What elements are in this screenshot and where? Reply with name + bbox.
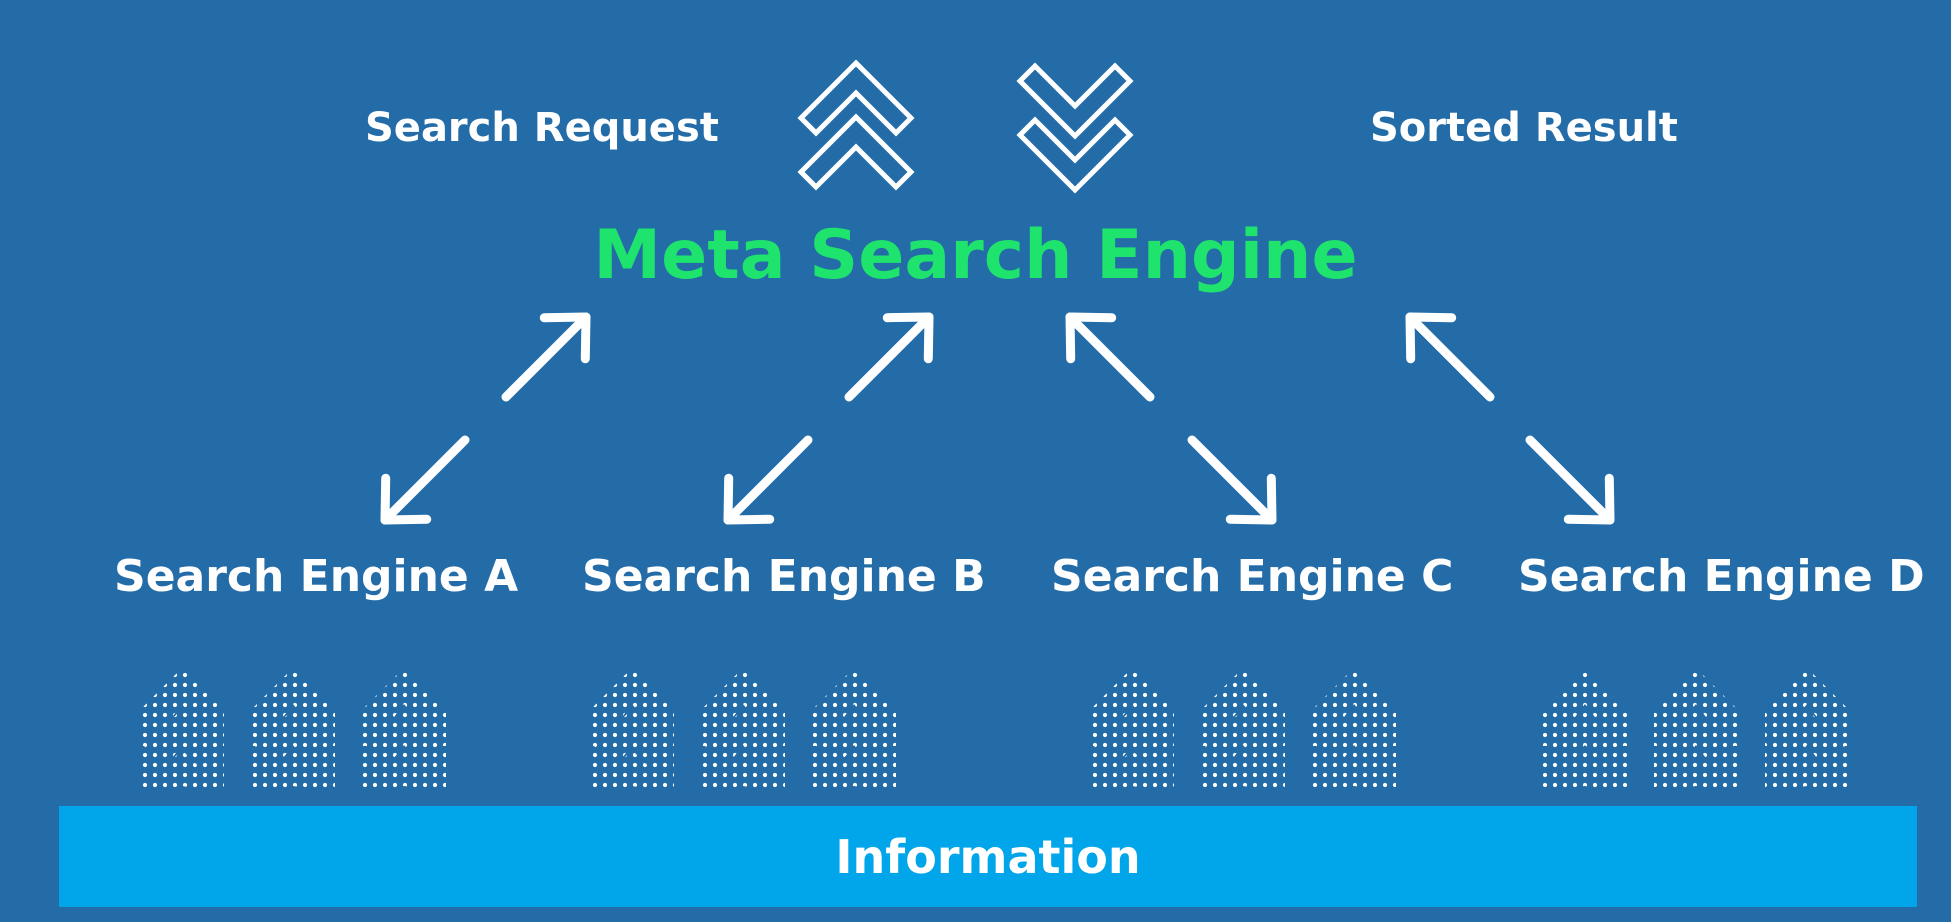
dotted-chevron-stack-icon	[1201, 668, 1285, 792]
dotted-chevron-stack-icon	[251, 668, 335, 792]
dotted-chevron-stack-icon	[362, 668, 446, 792]
dotted-chevron-stack-icon	[1654, 668, 1738, 792]
search-engine-c-label: Search Engine C	[1051, 551, 1454, 602]
search-engine-b-label: Search Engine B	[582, 551, 986, 602]
meta-search-engine-title: Meta Search Engine	[593, 216, 1358, 295]
information-label: Information	[835, 829, 1141, 884]
arrow-up-left-d	[1405, 312, 1495, 402]
double-chevron-up-icon	[797, 59, 915, 191]
arrow-down-right-d	[1525, 435, 1615, 525]
dotted-chevron-stack-icon	[1090, 668, 1174, 792]
dotted-chevron-stack-icon	[140, 668, 224, 792]
dotted-chevron-stack-icon	[590, 668, 674, 792]
sorted-result-label: Sorted Result	[1370, 105, 1678, 151]
dotted-chevron-stack-icon	[812, 668, 896, 792]
dotted-chevron-stack-icon	[1543, 668, 1627, 792]
dotted-chevron-stack-icon	[1312, 668, 1396, 792]
dotted-chevron-stacks	[140, 668, 1849, 792]
arrow-up-right-a	[501, 312, 591, 402]
search-request-label: Search Request	[365, 105, 719, 151]
arrow-up-right-b	[844, 312, 934, 402]
search-engine-a-label: Search Engine A	[114, 551, 519, 602]
information-bar: Information	[59, 806, 1917, 907]
arrow-down-left-b	[723, 435, 813, 525]
arrow-down-left-a	[380, 435, 470, 525]
arrow-down-right-c	[1187, 435, 1277, 525]
arrow-up-left-c	[1065, 312, 1155, 402]
dotted-chevron-stack-icon	[701, 668, 785, 792]
dotted-chevron-stack-icon	[1765, 668, 1849, 792]
double-chevron-down-icon	[1016, 62, 1134, 194]
search-engine-d-label: Search Engine D	[1518, 551, 1925, 602]
